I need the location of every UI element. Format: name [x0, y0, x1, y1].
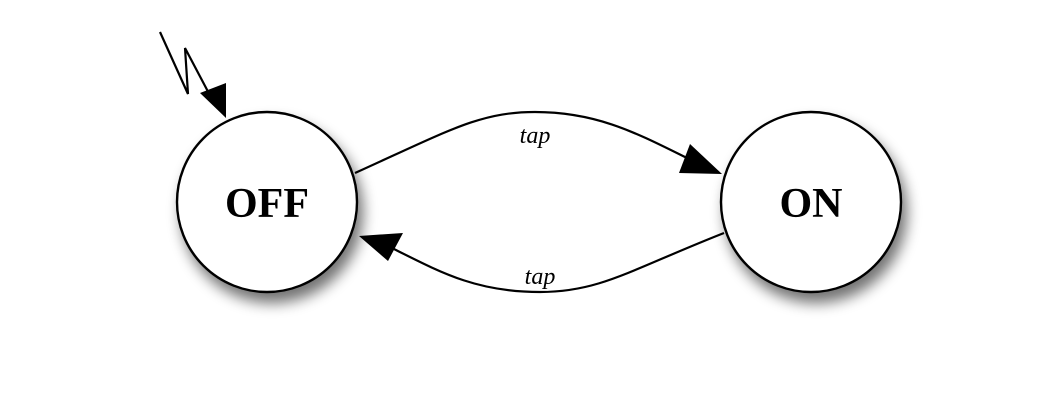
transition-label-off-to-on: tap	[520, 123, 551, 149]
transition-off-to-on: tap	[354, 110, 722, 175]
state-on-label: ON	[780, 181, 843, 227]
transition-label-on-to-off: tap	[525, 264, 556, 290]
state-off-label: OFF	[225, 181, 309, 227]
initial-state-arrow	[158, 31, 226, 118]
state-off: OFF	[175, 110, 359, 294]
transition-on-to-off: tap	[359, 231, 725, 294]
state-on: ON	[719, 110, 903, 294]
state-on-circle	[719, 110, 903, 294]
state-off-circle	[175, 110, 359, 294]
